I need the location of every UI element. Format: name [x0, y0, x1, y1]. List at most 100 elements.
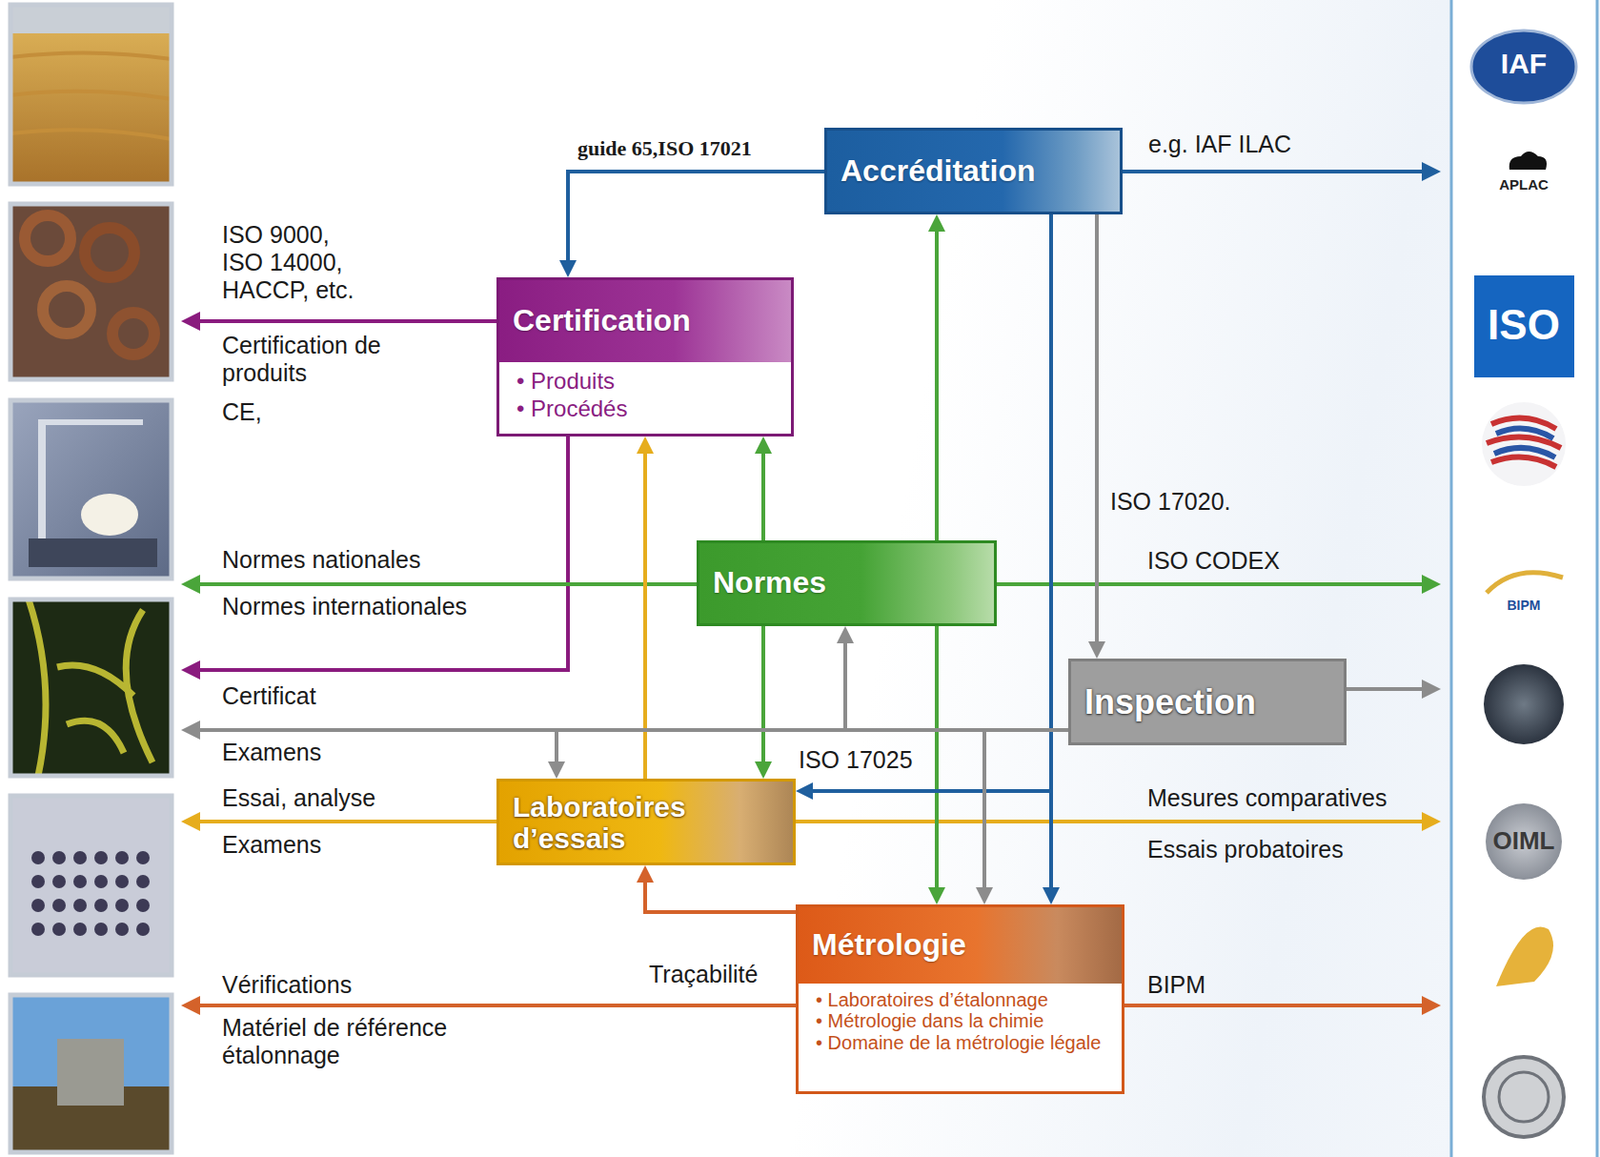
arrow-head — [975, 887, 993, 905]
arrow-head — [181, 311, 201, 331]
logo-ilac — [1483, 664, 1564, 745]
plant-stems — [28, 599, 153, 776]
balance-base — [28, 538, 158, 568]
connector — [754, 626, 772, 779]
annotation-label: Normes internationales — [222, 592, 467, 621]
annotation-label: Certification de produits — [222, 331, 392, 387]
logo-bipm — [1486, 572, 1563, 593]
bullet-item: • Laboratoires d’étalonnage — [815, 989, 1109, 1011]
arrow-head — [1088, 641, 1106, 659]
photo-balance — [10, 400, 172, 579]
connector — [1042, 214, 1060, 905]
pretzel — [112, 312, 155, 355]
arrow-head — [928, 887, 946, 905]
annotation-label: BIPM — [1457, 598, 1591, 612]
edge-label: Traçabilité — [648, 960, 758, 989]
connector — [928, 626, 946, 905]
arrow-line — [198, 319, 497, 324]
photo-frame — [10, 795, 172, 975]
edge-label: ISO 17020. — [1110, 487, 1231, 516]
photo — [10, 4, 172, 184]
annotation-label: e.g. IAF ILAC — [1148, 130, 1292, 159]
annotation-label: ISO — [1457, 303, 1591, 346]
process-box: Inspection — [1068, 658, 1347, 746]
sample — [81, 493, 139, 536]
connector — [636, 436, 654, 779]
arrow-head — [636, 865, 654, 883]
annotation-label: IAF — [1457, 49, 1591, 79]
pretzel — [42, 285, 91, 334]
annotation-label: BIPM — [1147, 971, 1206, 999]
arrow-line — [1346, 687, 1424, 691]
arrow-head — [836, 626, 854, 644]
photo — [10, 599, 172, 776]
logo-seal — [1483, 1056, 1564, 1137]
arrow-head — [1421, 574, 1441, 594]
balance-arm — [38, 419, 143, 426]
annotation-label: OIML — [1457, 828, 1591, 853]
outgoing-lines — [181, 162, 1441, 1015]
structure — [57, 1038, 124, 1106]
box-header: Certification — [499, 280, 791, 363]
swirl-red — [1486, 418, 1561, 467]
process-box: Normes — [696, 540, 997, 627]
annotation-label: Examens — [222, 738, 322, 767]
photo-frame — [10, 599, 172, 776]
seal-ring — [1498, 1072, 1549, 1122]
annotation-label: Normes nationales — [222, 546, 421, 574]
connector — [754, 436, 772, 541]
connector-line — [1049, 214, 1054, 892]
bullet-item: • Procédés — [516, 395, 778, 424]
arrow-line — [198, 819, 1424, 824]
connector-line — [934, 227, 939, 541]
edge-label: ISO 17025 — [798, 746, 913, 774]
connector — [836, 626, 1069, 730]
annotation-label: Examens — [222, 830, 322, 859]
photo-frame — [10, 203, 172, 380]
photo-frame — [10, 400, 172, 579]
pretzel — [24, 215, 71, 262]
box-title: Laboratoires d’essais — [512, 790, 742, 854]
arrow-line — [1122, 169, 1424, 174]
photo — [10, 203, 172, 380]
annotation-label: APLAC — [1457, 177, 1591, 192]
plate-wells — [31, 850, 150, 936]
box-title: Accréditation — [840, 154, 1035, 188]
process-box: Métrologie• Laboratoires d’étalonnage• M… — [795, 904, 1125, 1094]
swirl-blue — [1494, 428, 1556, 458]
connector-line — [761, 626, 766, 766]
arrow-head — [795, 782, 813, 800]
photo — [10, 994, 172, 1153]
arrow-head — [181, 995, 201, 1015]
connector — [928, 214, 946, 541]
photo-dam — [10, 994, 172, 1153]
box-title: Normes — [712, 566, 827, 600]
connector-line — [934, 626, 939, 892]
annotation-label: Essai, analyse — [222, 784, 376, 812]
connector — [795, 214, 1052, 800]
connector-line — [845, 639, 1069, 730]
box-body: • Produits• Procédés — [499, 362, 791, 434]
arrow-head — [1042, 887, 1060, 905]
photo-wheat — [10, 4, 172, 184]
box-title: Inspection — [1084, 683, 1256, 722]
organisation-panel — [1451, 0, 1598, 1157]
box-header: Métrologie — [798, 907, 1122, 984]
arrow-head — [636, 436, 654, 454]
bullet-item: • Produits — [516, 367, 778, 396]
seal — [1483, 1056, 1564, 1137]
arrow-head — [181, 720, 201, 740]
photo-frame — [10, 994, 172, 1153]
process-box: Accréditation — [824, 127, 1123, 215]
logo-wto — [1481, 402, 1566, 487]
balance-rod — [38, 419, 46, 544]
connector — [636, 865, 796, 912]
connector-line — [567, 171, 825, 264]
arrow-head — [754, 761, 772, 779]
connector — [547, 729, 1069, 779]
bullet-item: • Domaine de la métrologie légale — [815, 1032, 1109, 1054]
process-box: Certification• Produits• Procédés — [496, 277, 794, 437]
arrow-head — [754, 436, 772, 454]
annotation-label: ISO 9000, ISO 14000, HACCP, etc. — [222, 221, 367, 304]
